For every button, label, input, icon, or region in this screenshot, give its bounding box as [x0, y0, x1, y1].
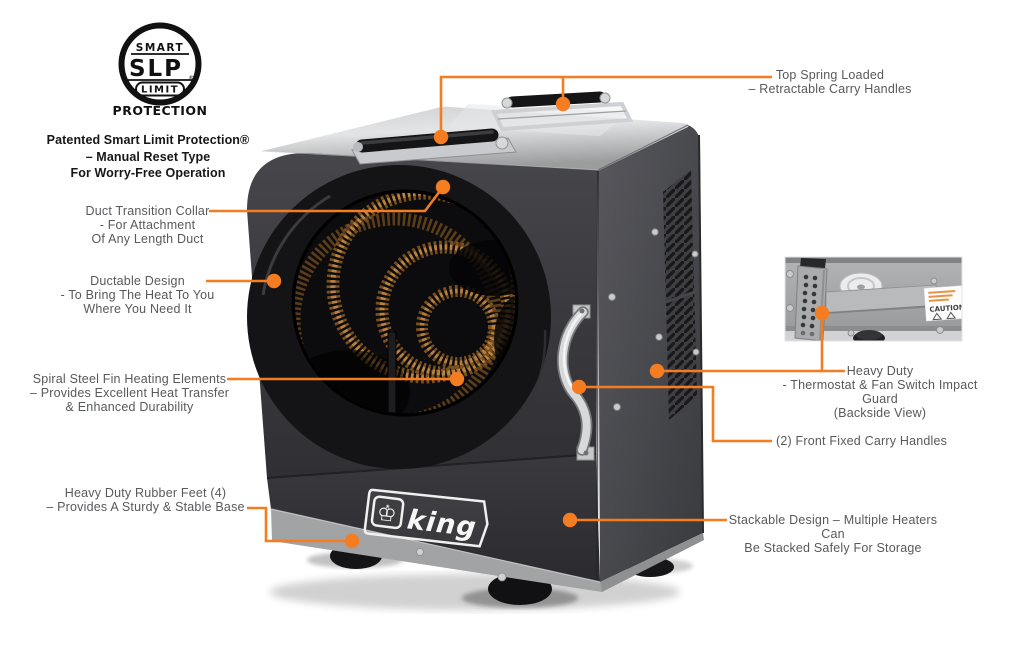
- base-screw: [497, 572, 507, 582]
- headline: Patented Smart Limit Protection® – Manua…: [30, 132, 266, 182]
- registered-mark: ®: [188, 74, 195, 82]
- slp-limit-pill: [135, 81, 185, 97]
- callout-line-front-handles: [579, 385, 772, 443]
- callout-line-text: & Enhanced Durability: [65, 400, 194, 414]
- callout-line-feet: [247, 506, 352, 543]
- crown-icon: ♔: [375, 501, 398, 528]
- front-fixed-carry-handle: [557, 304, 595, 461]
- callout-duct-collar: Duct Transition Collar - For Attachment …: [40, 204, 255, 246]
- base-strip-right: [600, 533, 704, 592]
- callout-dots: [266, 96, 830, 549]
- base-highlight: [270, 508, 601, 583]
- callout-line-text: Be Stacked Safely For Storage: [744, 541, 922, 555]
- callout-rubber-feet: Heavy Duty Rubber Feet (4) – Provides A …: [38, 486, 253, 514]
- slp-logo: SMART SLP ® LIMIT PROTECTION: [113, 22, 208, 118]
- impact-guard-perforated: [794, 265, 828, 341]
- crown-box: [370, 495, 405, 530]
- callout-ductable-design: Ductable Design - To Bring The Heat To Y…: [30, 274, 245, 316]
- callout-line-text: Stackable Design – Multiple Heaters Can: [728, 513, 938, 541]
- callout-line-text: Top Spring Loaded: [775, 68, 885, 82]
- callout-line-duct-collar: [209, 186, 445, 213]
- callout-line-text: (Backside View): [833, 406, 927, 420]
- callout-line-text: – Provides A Sturdy & Stable Base: [46, 500, 245, 514]
- top-carry-handle-front: [351, 128, 517, 165]
- callout-line-text: Heavy Duty: [846, 364, 914, 378]
- slp-limit-text: LIMIT: [141, 85, 179, 96]
- callout-line-text: (2) Front Fixed Carry Handles: [776, 434, 948, 448]
- callout-line-text: Heavy Duty Rubber Feet (4): [64, 486, 227, 500]
- slp-logo-ring: [118, 22, 202, 106]
- callout-line-text: - Thermostat & Fan Switch Impact Guard: [782, 378, 978, 406]
- headline-line: – Manual Reset Type: [85, 149, 211, 164]
- callout-line-text: Of Any Length Duct: [91, 232, 204, 246]
- callout-stackable: Stackable Design – Multiple Heaters Can …: [722, 513, 944, 555]
- side-screws: [608, 228, 700, 411]
- base-strip-front: [271, 509, 602, 592]
- callout-top-handles: Top Spring Loaded – Retractable Carry Ha…: [722, 68, 938, 96]
- front-seam: [266, 453, 597, 479]
- slp-smart-text: SMART: [136, 42, 184, 54]
- callout-line-text: Ductable Design: [90, 274, 185, 288]
- callout-line-guard: [657, 313, 845, 373]
- body-edges: [261, 124, 704, 581]
- duct-transition-collar: [247, 165, 551, 469]
- headline-line: Patented Smart Limit Protection®: [46, 133, 250, 147]
- callout-impact-guard: Heavy Duty - Thermostat & Fan Switch Imp…: [770, 364, 990, 420]
- callout-lines: [206, 75, 845, 543]
- callout-line-text: Spiral Steel Fin Heating Elements: [32, 372, 227, 386]
- caution-text: CAUTION: [929, 303, 965, 313]
- king-logo-badge: ♔ king: [363, 488, 489, 548]
- inset-screws: [786, 270, 944, 337]
- heater-product-photo: ♔ king: [247, 91, 704, 605]
- slp-protection-text: PROTECTION: [113, 103, 208, 118]
- callout-line-text: - To Bring The Heat To You: [60, 288, 215, 302]
- callout-line-text: – Retractable Carry Handles: [748, 82, 912, 96]
- front-lower-band: [267, 454, 600, 582]
- callout-heating-elements: Spiral Steel Fin Heating Elements – Prov…: [22, 372, 237, 414]
- callout-line-text: Duct Transition Collar: [85, 204, 210, 218]
- callout-line-text: Where You Need It: [83, 302, 192, 316]
- callout-line-text: - For Attachment: [99, 218, 196, 232]
- slp-main-text: SLP: [129, 56, 183, 82]
- backside-inset-photo: CAUTION: [784, 256, 965, 342]
- caution-label: CAUTION: [923, 285, 965, 322]
- base-screw: [416, 548, 424, 556]
- headline-line: For Worry-Free Operation: [70, 166, 226, 180]
- callout-line-text: – Provides Excellent Heat Transfer: [29, 386, 230, 400]
- side-louver-vents: [663, 170, 697, 420]
- top-carry-handle-rear: [490, 91, 634, 132]
- callout-front-handles: (2) Front Fixed Carry Handles: [776, 434, 986, 448]
